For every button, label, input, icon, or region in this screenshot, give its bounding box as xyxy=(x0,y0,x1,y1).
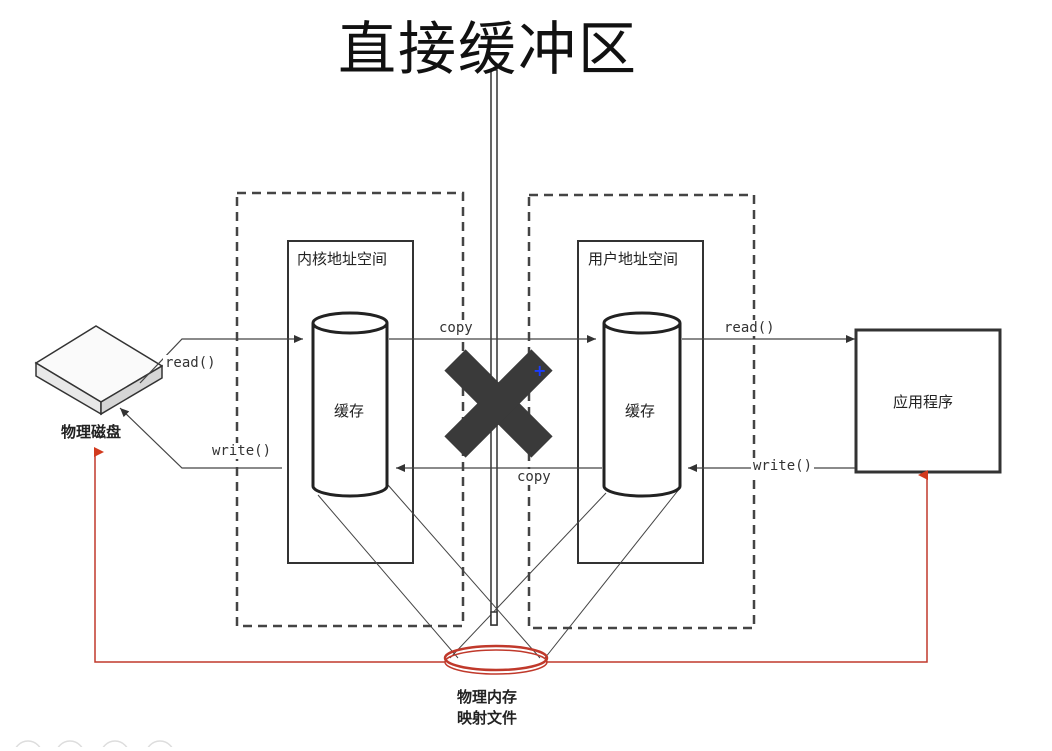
mapping-lines xyxy=(317,484,681,659)
diagram-title: 直接缓冲区 xyxy=(337,15,638,83)
copy-bottom-label: copy xyxy=(515,469,553,485)
user-space-label: 用户地址空间 xyxy=(588,250,679,268)
mapped-file-label-line1: 物理内存 xyxy=(457,688,518,706)
user-cache-cylinder xyxy=(602,311,682,498)
kernel-cache-label: 缓存 xyxy=(334,402,365,420)
kernel-space-label: 内核地址空间 xyxy=(297,250,388,268)
cursor-plus-icon: + xyxy=(533,361,546,380)
app-read-label: read() xyxy=(722,320,777,336)
disk-label: 物理磁盘 xyxy=(61,423,122,441)
application-box xyxy=(854,328,1002,474)
kernel-cache-cylinder xyxy=(311,311,389,498)
disk-read-label: read() xyxy=(163,355,218,371)
user-cache-label: 缓存 xyxy=(625,402,656,420)
bottom-decoration xyxy=(13,740,175,751)
disk-mapping-line xyxy=(94,447,445,663)
app-write-label: write() xyxy=(751,458,815,474)
mapped-file-label-line2: 映射文件 xyxy=(457,709,518,727)
application-label: 应用程序 xyxy=(893,393,954,411)
disk-icon xyxy=(34,325,164,416)
copy-top-label: copy xyxy=(437,320,475,336)
flow-arrows xyxy=(119,335,855,472)
blocked-cross-icon xyxy=(444,349,553,458)
divider-bar xyxy=(490,69,498,626)
app-mapping-line xyxy=(546,470,928,663)
mapped-memory-ring xyxy=(443,644,549,675)
kernel-dashed-border xyxy=(235,191,465,628)
disk-write-label: write() xyxy=(210,443,274,459)
user-dashed-border xyxy=(527,193,756,630)
